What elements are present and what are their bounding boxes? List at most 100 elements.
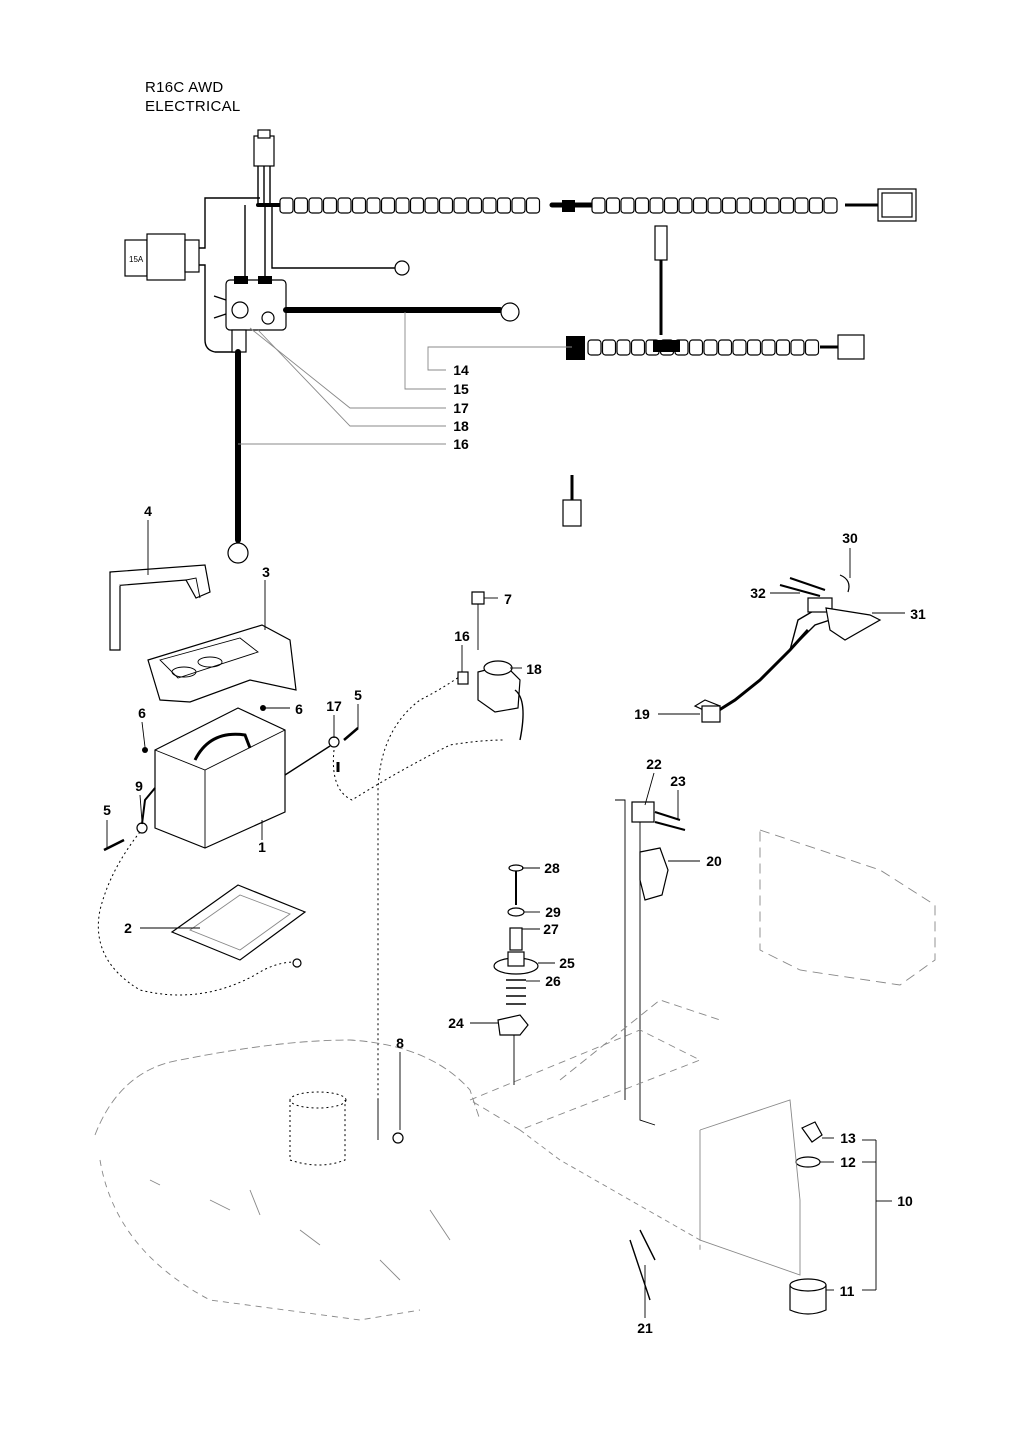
conduit-segment — [765, 197, 780, 214]
diagram-title: R16C AWD ELECTRICAL — [145, 78, 241, 116]
section-name: ELECTRICAL — [145, 98, 241, 115]
bolt-7 — [471, 591, 485, 605]
callout-c17a: 17 — [453, 400, 469, 416]
callout-c25: 25 — [559, 955, 575, 971]
conduit-main-right — [591, 197, 838, 214]
callout-c10: 10 — [897, 1193, 913, 1209]
conduit-segment — [601, 339, 617, 356]
solenoid — [213, 276, 287, 353]
mower-chassis-outline — [94, 829, 936, 1321]
conduit-segment — [707, 197, 722, 214]
conduit-segment — [634, 197, 650, 214]
conduit-segment — [591, 197, 606, 214]
bracket-31 — [825, 607, 882, 641]
conduit-segment — [322, 197, 338, 214]
callout-c3: 3 — [262, 564, 270, 580]
conduit-segment — [746, 339, 762, 356]
callout-c24: 24 — [448, 1015, 464, 1031]
conduit-segment — [732, 339, 747, 356]
conduit-branch — [587, 339, 820, 356]
callout-c32: 32 — [750, 585, 766, 601]
conduit-segment — [424, 197, 439, 214]
conduit-segment — [692, 197, 708, 214]
cable-16-eyelet — [227, 542, 249, 564]
callout-c11: 11 — [840, 1283, 855, 1299]
callout-c15: 15 — [453, 381, 469, 397]
callout-c9: 9 — [135, 778, 143, 794]
seat-switch-bracket — [615, 799, 686, 1126]
leader-lines — [106, 312, 905, 1318]
conduit-segment — [804, 339, 820, 356]
wiring-harness: 15A — [124, 129, 917, 564]
conduit-segment — [453, 197, 468, 214]
conduit-segment — [703, 339, 718, 356]
conduit-segment — [409, 197, 425, 214]
conduit-segment — [616, 339, 631, 356]
callout-c22: 22 — [646, 756, 662, 772]
callout-c16b: 16 — [454, 628, 470, 644]
conduit-segment — [717, 339, 733, 356]
callout-c5a: 5 — [103, 802, 111, 818]
bracket-20 — [639, 847, 669, 901]
ignition-switch-assembly — [789, 1121, 827, 1315]
callout-c13: 13 — [840, 1130, 856, 1146]
conduit-segment — [630, 339, 646, 356]
callout-c12: 12 — [840, 1154, 856, 1170]
conduit-segment — [775, 339, 791, 356]
callout-c27: 27 — [543, 921, 559, 937]
conduit-segment — [337, 197, 352, 214]
conduit-segment — [649, 197, 664, 214]
conduit-segment — [721, 197, 737, 214]
conduit-segment — [779, 197, 795, 214]
callout-c18a: 18 — [453, 418, 469, 434]
conduit-segment — [587, 339, 602, 356]
conduit-segment — [620, 197, 635, 214]
callout-c28: 28 — [544, 860, 560, 876]
conduit-segment — [678, 197, 693, 214]
harness-upper-branch-plug — [654, 225, 668, 261]
conduit-segment — [736, 197, 751, 214]
battery-holddown-bracket — [109, 564, 211, 651]
conduit-segment — [525, 197, 541, 214]
callout-c7: 7 — [504, 591, 512, 607]
conduit-segment — [395, 197, 410, 214]
callout-c2: 2 — [124, 920, 132, 936]
relay-rating: 15A — [129, 255, 144, 264]
conduit-segment — [605, 197, 621, 214]
cable-17-terminal — [328, 736, 340, 748]
battery-cover — [147, 624, 297, 703]
callout-c19: 19 — [634, 706, 650, 722]
conduit-segment — [467, 197, 483, 214]
model-name: R16C AWD — [145, 79, 224, 96]
callout-c31: 31 — [910, 606, 926, 622]
conduit-segment — [380, 197, 396, 214]
conduit-segment — [750, 197, 766, 214]
ignition-harness — [693, 574, 882, 723]
callout-c1: 1 — [258, 839, 266, 855]
conduit-segment — [808, 197, 824, 214]
battery — [142, 705, 286, 849]
conduit-segment — [823, 197, 838, 214]
conduit-segment — [761, 339, 776, 356]
harness-bottom-plug — [562, 499, 582, 527]
conduit-segment — [663, 197, 679, 214]
harness-branch-plug — [837, 334, 865, 360]
callout-c23: 23 — [670, 773, 686, 789]
cable-15-eyelet — [500, 302, 520, 322]
cable-9-terminal — [136, 822, 148, 834]
harness-top-plug — [253, 135, 275, 167]
conduit-main-left — [279, 197, 541, 214]
callout-c4: 4 — [144, 503, 152, 519]
callout-c14: 14 — [453, 362, 469, 378]
conduit-segment — [308, 197, 323, 214]
callout-c8: 8 — [396, 1035, 404, 1051]
conduit-segment — [511, 197, 526, 214]
conduit-segment — [279, 197, 294, 214]
starter-solenoid-18 — [477, 660, 524, 741]
conduit-segment — [351, 197, 367, 214]
callout-c18b: 18 — [526, 661, 542, 677]
callout-c6b: 6 — [295, 701, 303, 717]
battery-pad — [170, 884, 307, 961]
